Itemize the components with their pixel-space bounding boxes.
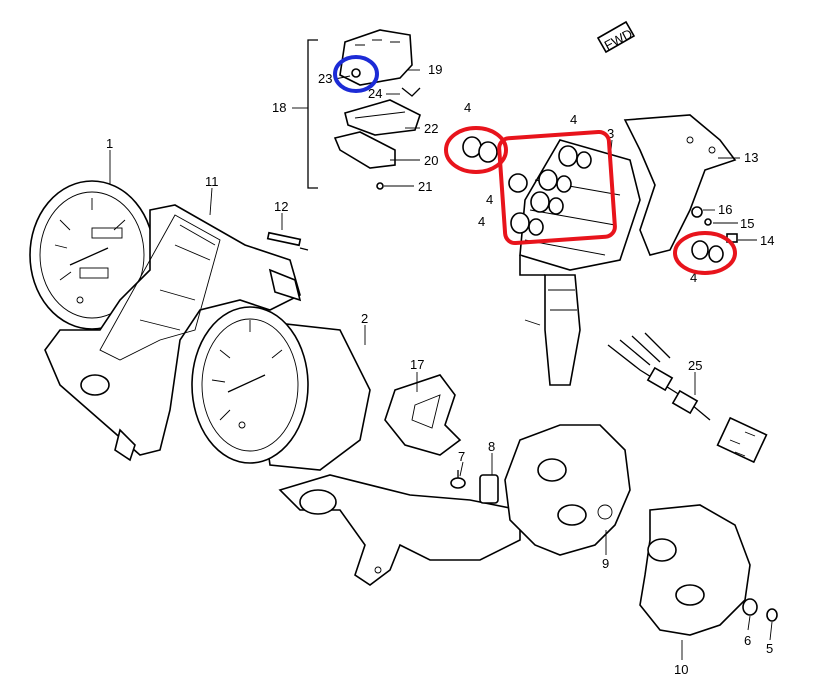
washer-6 (742, 598, 758, 616)
callout-18: 18 (272, 100, 286, 115)
callout-15: 15 (740, 216, 754, 231)
callout-4-mid: 4 (486, 192, 493, 207)
callout-21: 21 (418, 179, 432, 194)
callout-22: 22 (424, 121, 438, 136)
callout-9: 9 (602, 556, 609, 571)
callout-labels: 1 11 12 2 3 13 14 15 16 17 8 7 9 10 6 5 … (106, 62, 774, 677)
screw-24 (401, 87, 421, 97)
bracket (384, 374, 462, 456)
callout-24: 24 (368, 86, 382, 101)
callout-13: 13 (744, 150, 758, 165)
wire-harness (607, 332, 768, 464)
tachometer (191, 306, 371, 471)
callout-10: 10 (674, 662, 688, 677)
group-bracket (307, 39, 318, 189)
grommet-8 (479, 474, 499, 504)
callout-4-top-left: 4 (464, 100, 471, 115)
cover (504, 424, 631, 556)
indicator-lens (344, 99, 421, 136)
bulbs (462, 136, 724, 263)
screw-21 (376, 182, 384, 190)
washer-15 (704, 218, 712, 226)
callout-12: 12 (274, 199, 288, 214)
meter-housing (44, 204, 302, 462)
callout-3: 3 (607, 126, 614, 141)
indicator-plate (333, 131, 396, 169)
callout-6: 6 (744, 633, 751, 648)
mount-bracket (278, 474, 521, 586)
callout-20: 20 (424, 153, 438, 168)
fwd-label: FWD (602, 26, 635, 53)
highlight-annotations (333, 55, 737, 275)
lower-cover (639, 504, 751, 636)
callout-8: 8 (488, 439, 495, 454)
callout-11: 11 (205, 174, 219, 189)
highlight-bulbs-right (673, 231, 737, 275)
case-bracket (623, 114, 737, 256)
callout-25: 25 (688, 358, 702, 373)
bolt (266, 231, 309, 251)
callout-5: 5 (766, 641, 773, 656)
indicator-housing (339, 29, 413, 86)
screw-16 (691, 206, 703, 218)
callout-1: 1 (106, 136, 113, 151)
callout-4-top-right: 4 (570, 112, 577, 127)
callout-16: 16 (718, 202, 732, 217)
callout-7: 7 (458, 449, 465, 464)
highlight-indicator (333, 55, 379, 93)
bolt-7 (450, 470, 466, 489)
callout-14: 14 (760, 233, 774, 248)
callout-17: 17 (410, 357, 424, 372)
leader-lines (109, 69, 773, 660)
nut-5 (766, 608, 778, 622)
callout-4-right: 4 (690, 270, 697, 285)
callout-23: 23 (318, 71, 332, 86)
highlight-bulbs-center (497, 129, 617, 246)
highlight-bulbs-left (444, 126, 508, 174)
callout-19: 19 (428, 62, 442, 77)
fwd-arrow: FWD (596, 20, 636, 54)
callout-4-low: 4 (478, 214, 485, 229)
callout-2: 2 (361, 311, 368, 326)
socket-assembly (519, 139, 641, 386)
